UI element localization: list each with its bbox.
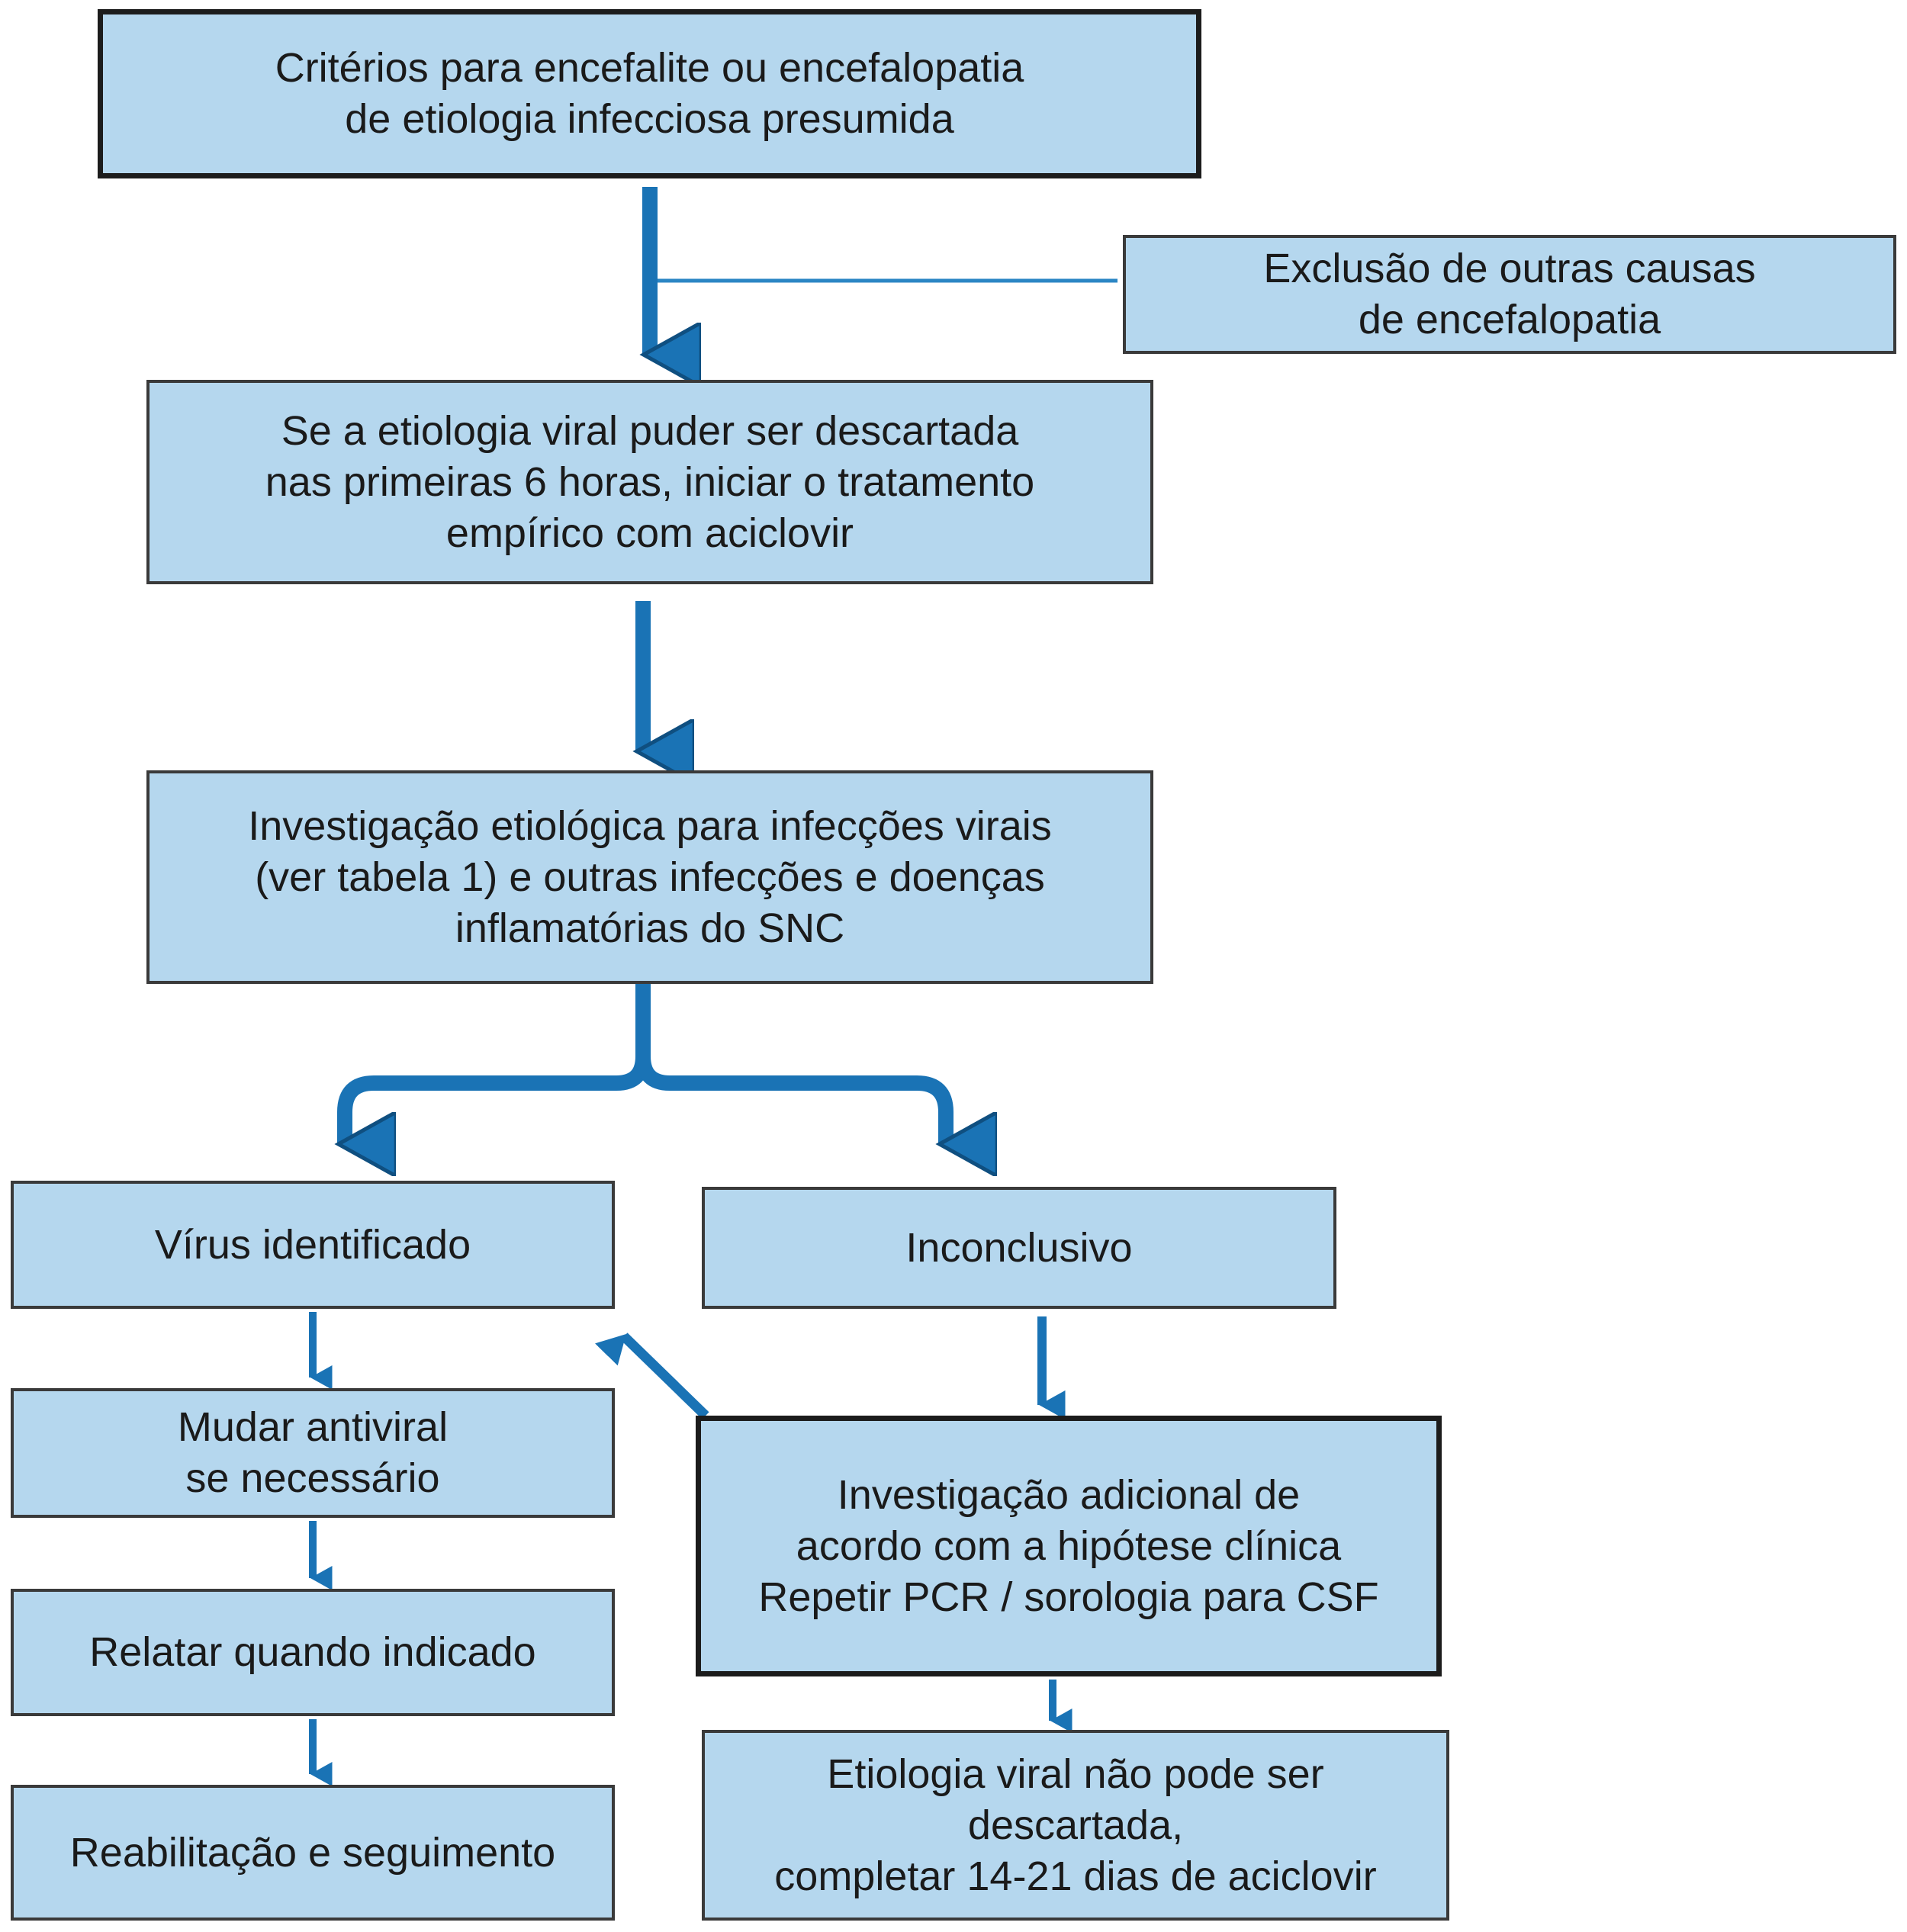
investigation-box: Investigação etiológica para infecções v… — [146, 770, 1153, 984]
inconclusive-text: Inconclusivo — [905, 1224, 1133, 1271]
inconclusive-box: Inconclusivo — [702, 1187, 1336, 1309]
exclusion-box: Exclusão de outras causas de encefalopat… — [1123, 235, 1896, 354]
rehabilitation-text: Reabilitação e seguimento — [69, 1829, 556, 1876]
empiric-treatment-box: Se a etiologia viral puder ser descartad… — [146, 380, 1153, 584]
rehabilitation-box: Reabilitação e seguimento — [11, 1785, 615, 1921]
virus-identified-box: Vírus identificado — [11, 1181, 615, 1309]
exclusion-text: Exclusão de outras causas de encefalopat… — [1263, 246, 1756, 342]
criteria-box: Critérios para encefalite ou encefalopat… — [98, 9, 1201, 178]
additional-investigation-box: Investigação adicional de acordo com a h… — [696, 1416, 1442, 1676]
investigation-text: Investigação etiológica para infecções v… — [248, 802, 1052, 951]
viral-not-excluded-box: Etiologia viral não pode ser descartada,… — [702, 1730, 1449, 1921]
criteria-text: Critérios para encefalite ou encefalopat… — [275, 45, 1024, 142]
report-box: Relatar quando indicado — [11, 1589, 615, 1716]
empiric-treatment-text: Se a etiologia viral puder ser descartad… — [265, 407, 1035, 556]
change-antiviral-box: Mudar antiviral se necessário — [11, 1388, 615, 1518]
arrow-investigation-to-inconclusive — [635, 984, 946, 1144]
virus-identified-text: Vírus identificado — [154, 1221, 471, 1268]
change-antiviral-text: Mudar antiviral se necessário — [177, 1404, 449, 1501]
report-text: Relatar quando indicado — [89, 1629, 536, 1675]
arrow-investigation-to-virus-identified — [345, 984, 651, 1144]
additional-investigation-text: Investigação adicional de acordo com a h… — [758, 1471, 1379, 1620]
arrow-additional-to-virus-identified — [594, 1332, 709, 1419]
viral-not-excluded-text: Etiologia viral não pode ser descartada,… — [774, 1750, 1377, 1899]
